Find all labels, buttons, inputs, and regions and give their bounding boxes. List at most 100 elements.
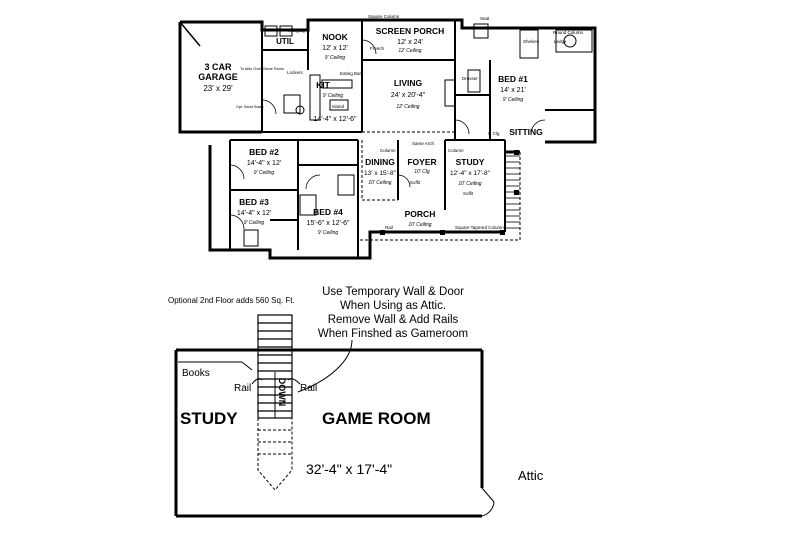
nook-size: 12' x 12': [322, 45, 348, 52]
bed1-size: 14' x 21': [500, 87, 526, 94]
study-main-label: STUDY 12'-4" x 17'-8" 10' Ceiling: [450, 157, 491, 187]
study-main-name: STUDY: [456, 157, 485, 167]
note-attic-access: To Attic Over Game Room: [240, 67, 284, 71]
note-eating-bar: Eating Bar: [340, 71, 362, 76]
bed1-label: BED #1 14' x 21' 9' Ceiling: [498, 74, 528, 103]
upper-floor-walls: [174, 348, 484, 518]
living-size: 24' x 20'-4": [391, 92, 426, 99]
note-hanging: Hanging: [288, 28, 305, 33]
screen-porch-size: 12' x 24': [397, 39, 423, 46]
garage-corner-line: [179, 21, 201, 47]
rail-left-label: Rail: [234, 383, 251, 394]
garage-size: 23' x 29': [203, 84, 233, 93]
bed3-label: BED #3 14'-4" x 12' 9' Ceiling: [237, 197, 271, 226]
upper-floor-plan: Optional 2nd Floor adds 560 Sq. Ft. Use …: [168, 286, 544, 518]
kit-size: 14'-4" x 12'-6": [313, 116, 357, 123]
note-shelves: Shelves: [523, 39, 540, 44]
note-opt-bsmt: Opt. Bsmt Stairs: [236, 105, 264, 109]
bed4-size: 15'-6" x 12'-6": [306, 220, 350, 227]
bed2-size: 14'-4" x 12': [247, 160, 281, 167]
door-swings: [229, 39, 546, 230]
foyer-name: FOYER: [407, 157, 436, 167]
instruction-note: Use Temporary Wall & Door When Using as …: [318, 286, 468, 340]
note-square-tapered-column: Square Tapered Column: [455, 225, 504, 230]
dining-ceiling: 10' Ceiling: [368, 180, 391, 186]
bed2-name: BED #2: [249, 147, 279, 157]
instruction-pointer: [297, 339, 353, 393]
attic-label: Attic: [518, 468, 544, 483]
fixtures: [243, 23, 593, 247]
note-square-column: Square Column: [368, 14, 400, 19]
screen-porch-ceiling: 12' Ceiling: [398, 48, 421, 54]
porch-label: PORCH 10' Ceiling: [405, 209, 436, 228]
nook-ceiling: 9' Ceiling: [325, 55, 346, 61]
foyer-ceiling: 10' Clg: [414, 169, 430, 175]
porch-name: PORCH: [405, 209, 436, 219]
note-french: French: [370, 46, 385, 51]
game-room-dimensions: 32'-4" x 17'-4": [306, 461, 392, 477]
study-main-size: 12'-4" x 17'-8": [450, 170, 491, 177]
bed3-size: 14'-4" x 12': [237, 210, 271, 217]
note-round-column: Round Column: [553, 30, 584, 35]
stair-dashed-extension: [257, 418, 293, 491]
porch-ceiling: 10' Ceiling: [408, 222, 431, 228]
foyer-label: FOYER 10' Clg: [407, 157, 436, 175]
bed2-label: BED #2 14'-4" x 12' 9' Ceiling: [247, 147, 281, 176]
garage-label: 3 CAR GARAGE 23' x 29': [198, 62, 238, 93]
bed2-ceiling: 9' Ceiling: [254, 170, 275, 176]
bed1-ceiling: 9' Ceiling: [503, 97, 524, 103]
porch-columns: [380, 150, 519, 235]
instruction-line-2: When Using as Attic.: [340, 300, 446, 312]
dining-label: DINING 13' x 15'-8" 10' Ceiling: [364, 157, 397, 186]
note-island: Island: [332, 104, 345, 109]
garage-name-line1: 3 CAR: [204, 62, 232, 72]
rail-right-pointer: [287, 378, 301, 385]
bed3-name: BED #3: [239, 197, 269, 207]
nook-label: NOOK 12' x 12' 9' Ceiling: [322, 32, 348, 61]
attic-door: [481, 487, 495, 517]
sitting-name: SITTING: [509, 127, 543, 137]
screen-porch-name: SCREEN PORCH: [376, 26, 444, 36]
optional-floor-note: Optional 2nd Floor adds 560 Sq. Ft.: [168, 296, 295, 305]
kit-name: KIT: [316, 80, 331, 90]
bed4-ceiling: 9' Ceiling: [318, 230, 339, 236]
main-floor-plan: 3 CAR GARAGE 23' x 29' NOOK 12' x 12' 9'…: [178, 14, 597, 260]
game-room-label: GAME ROOM: [322, 409, 431, 428]
note-lockers: Lockers: [287, 70, 304, 75]
porch-edges: [358, 131, 521, 241]
instruction-line-4: When Finshed as Gameroom: [318, 328, 468, 340]
note-seat: Seat: [480, 16, 490, 21]
study-main-ceiling: 10' Ceiling: [458, 181, 481, 187]
bookshelf: [178, 361, 253, 371]
bed3-ceiling: 9' Ceiling: [244, 220, 265, 226]
note-soffit-foyer: Soffit: [410, 180, 421, 185]
garage-name-line2: GARAGE: [198, 72, 238, 82]
porch-railing: [505, 155, 520, 229]
note-rail: Rail: [385, 225, 393, 230]
books-label: Books: [182, 368, 210, 379]
instruction-line-3: Remove Wall & Add Rails: [328, 314, 459, 326]
upper-study-label: STUDY: [180, 409, 238, 428]
kit-label: KIT 9' Ceiling 14'-4" x 12'-6": [313, 80, 357, 123]
plan-notes: Hanging Square Column French Seat Round …: [236, 14, 584, 230]
note-soffit-study: Soffit: [463, 191, 474, 196]
note-column-dining: Column: [380, 148, 396, 153]
stair-down-label: DOWN: [277, 378, 287, 407]
interior-walls: [229, 20, 595, 258]
note-same-arch: Same Arch: [412, 141, 435, 146]
instruction-line-1: Use Temporary Wall & Door: [322, 286, 464, 298]
bed4-name: BED #4: [313, 207, 343, 217]
kit-ceiling: 9' Ceiling: [323, 93, 344, 99]
rail-left-pointer: [251, 378, 263, 385]
nook-name: NOOK: [322, 32, 348, 42]
bed1-name: BED #1: [498, 74, 528, 84]
note-ledge: Ledge: [554, 39, 567, 44]
living-label: LIVING 24' x 20'-4" 12' Ceiling: [391, 78, 426, 110]
util-name: UTIL: [276, 37, 294, 46]
rail-right-label: Rail: [300, 383, 317, 394]
screen-porch-label: SCREEN PORCH 12' x 24' 12' Ceiling: [376, 26, 444, 54]
bed4-label: BED #4 15'-6" x 12'-6" 9' Ceiling: [306, 207, 350, 236]
living-ceiling: 12' Ceiling: [396, 104, 419, 110]
dining-size: 13' x 15'-8": [364, 170, 397, 177]
